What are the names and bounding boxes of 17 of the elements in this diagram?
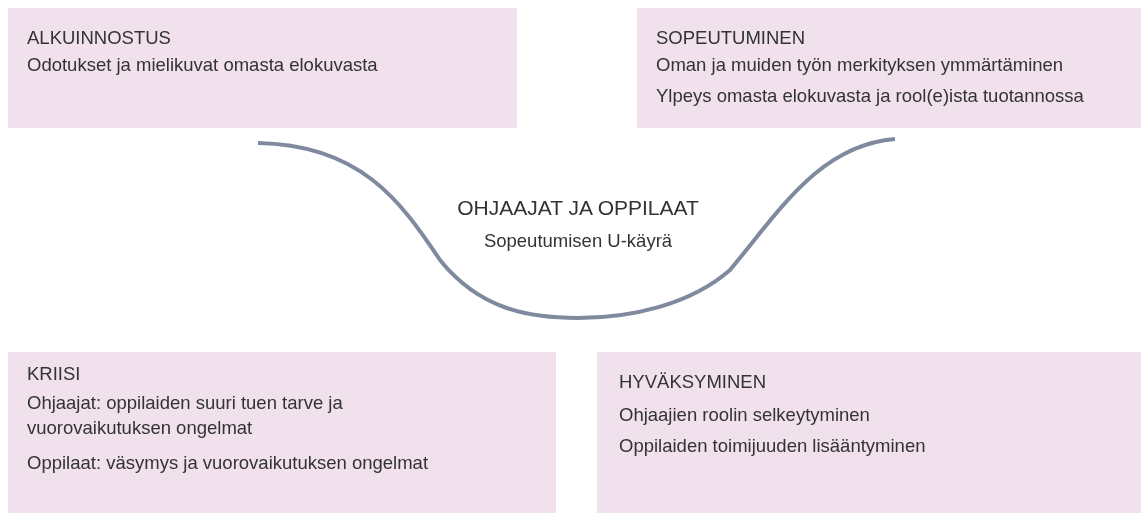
- stage-box: [637, 8, 1141, 128]
- stage-box: [597, 352, 1141, 513]
- stage-box: [8, 352, 556, 513]
- stage-heading: KRIISI: [27, 362, 82, 386]
- stage-heading: SOPEUTUMINEN: [656, 26, 807, 50]
- stage-heading: HYVÄKSYMINEN: [619, 370, 767, 394]
- stage-description: Oman ja muiden työn merkityksen ymmärtäminen: [656, 52, 1065, 77]
- stage-description: Ylpeys omasta elokuvasta ja rool(e)ista tuotannossa: [656, 83, 1085, 108]
- stage-description: Ohjaajat: oppilaiden suuri tuen tarve ja vuorovaikutuksen ongelmat: [27, 390, 344, 440]
- stage-description: Ohjaajien roolin selkeytyminen: [619, 402, 871, 427]
- diagram-heading: OHJAAJAT JA OPPILAAT: [457, 196, 699, 220]
- stage-description: Oppilaiden toimijuuden lisääntyminen: [619, 433, 927, 458]
- stage-description: Oppilaat: väsymys ja vuorovaikutuksen ongelmat: [27, 450, 430, 475]
- stage-heading: ALKUINNOSTUS: [27, 26, 172, 50]
- stage-box: [8, 8, 517, 128]
- stage-description: Odotukset ja mielikuvat omasta elokuvasta: [27, 52, 379, 77]
- diagram-subtitle: Sopeutumisen U-käyrä: [483, 230, 673, 252]
